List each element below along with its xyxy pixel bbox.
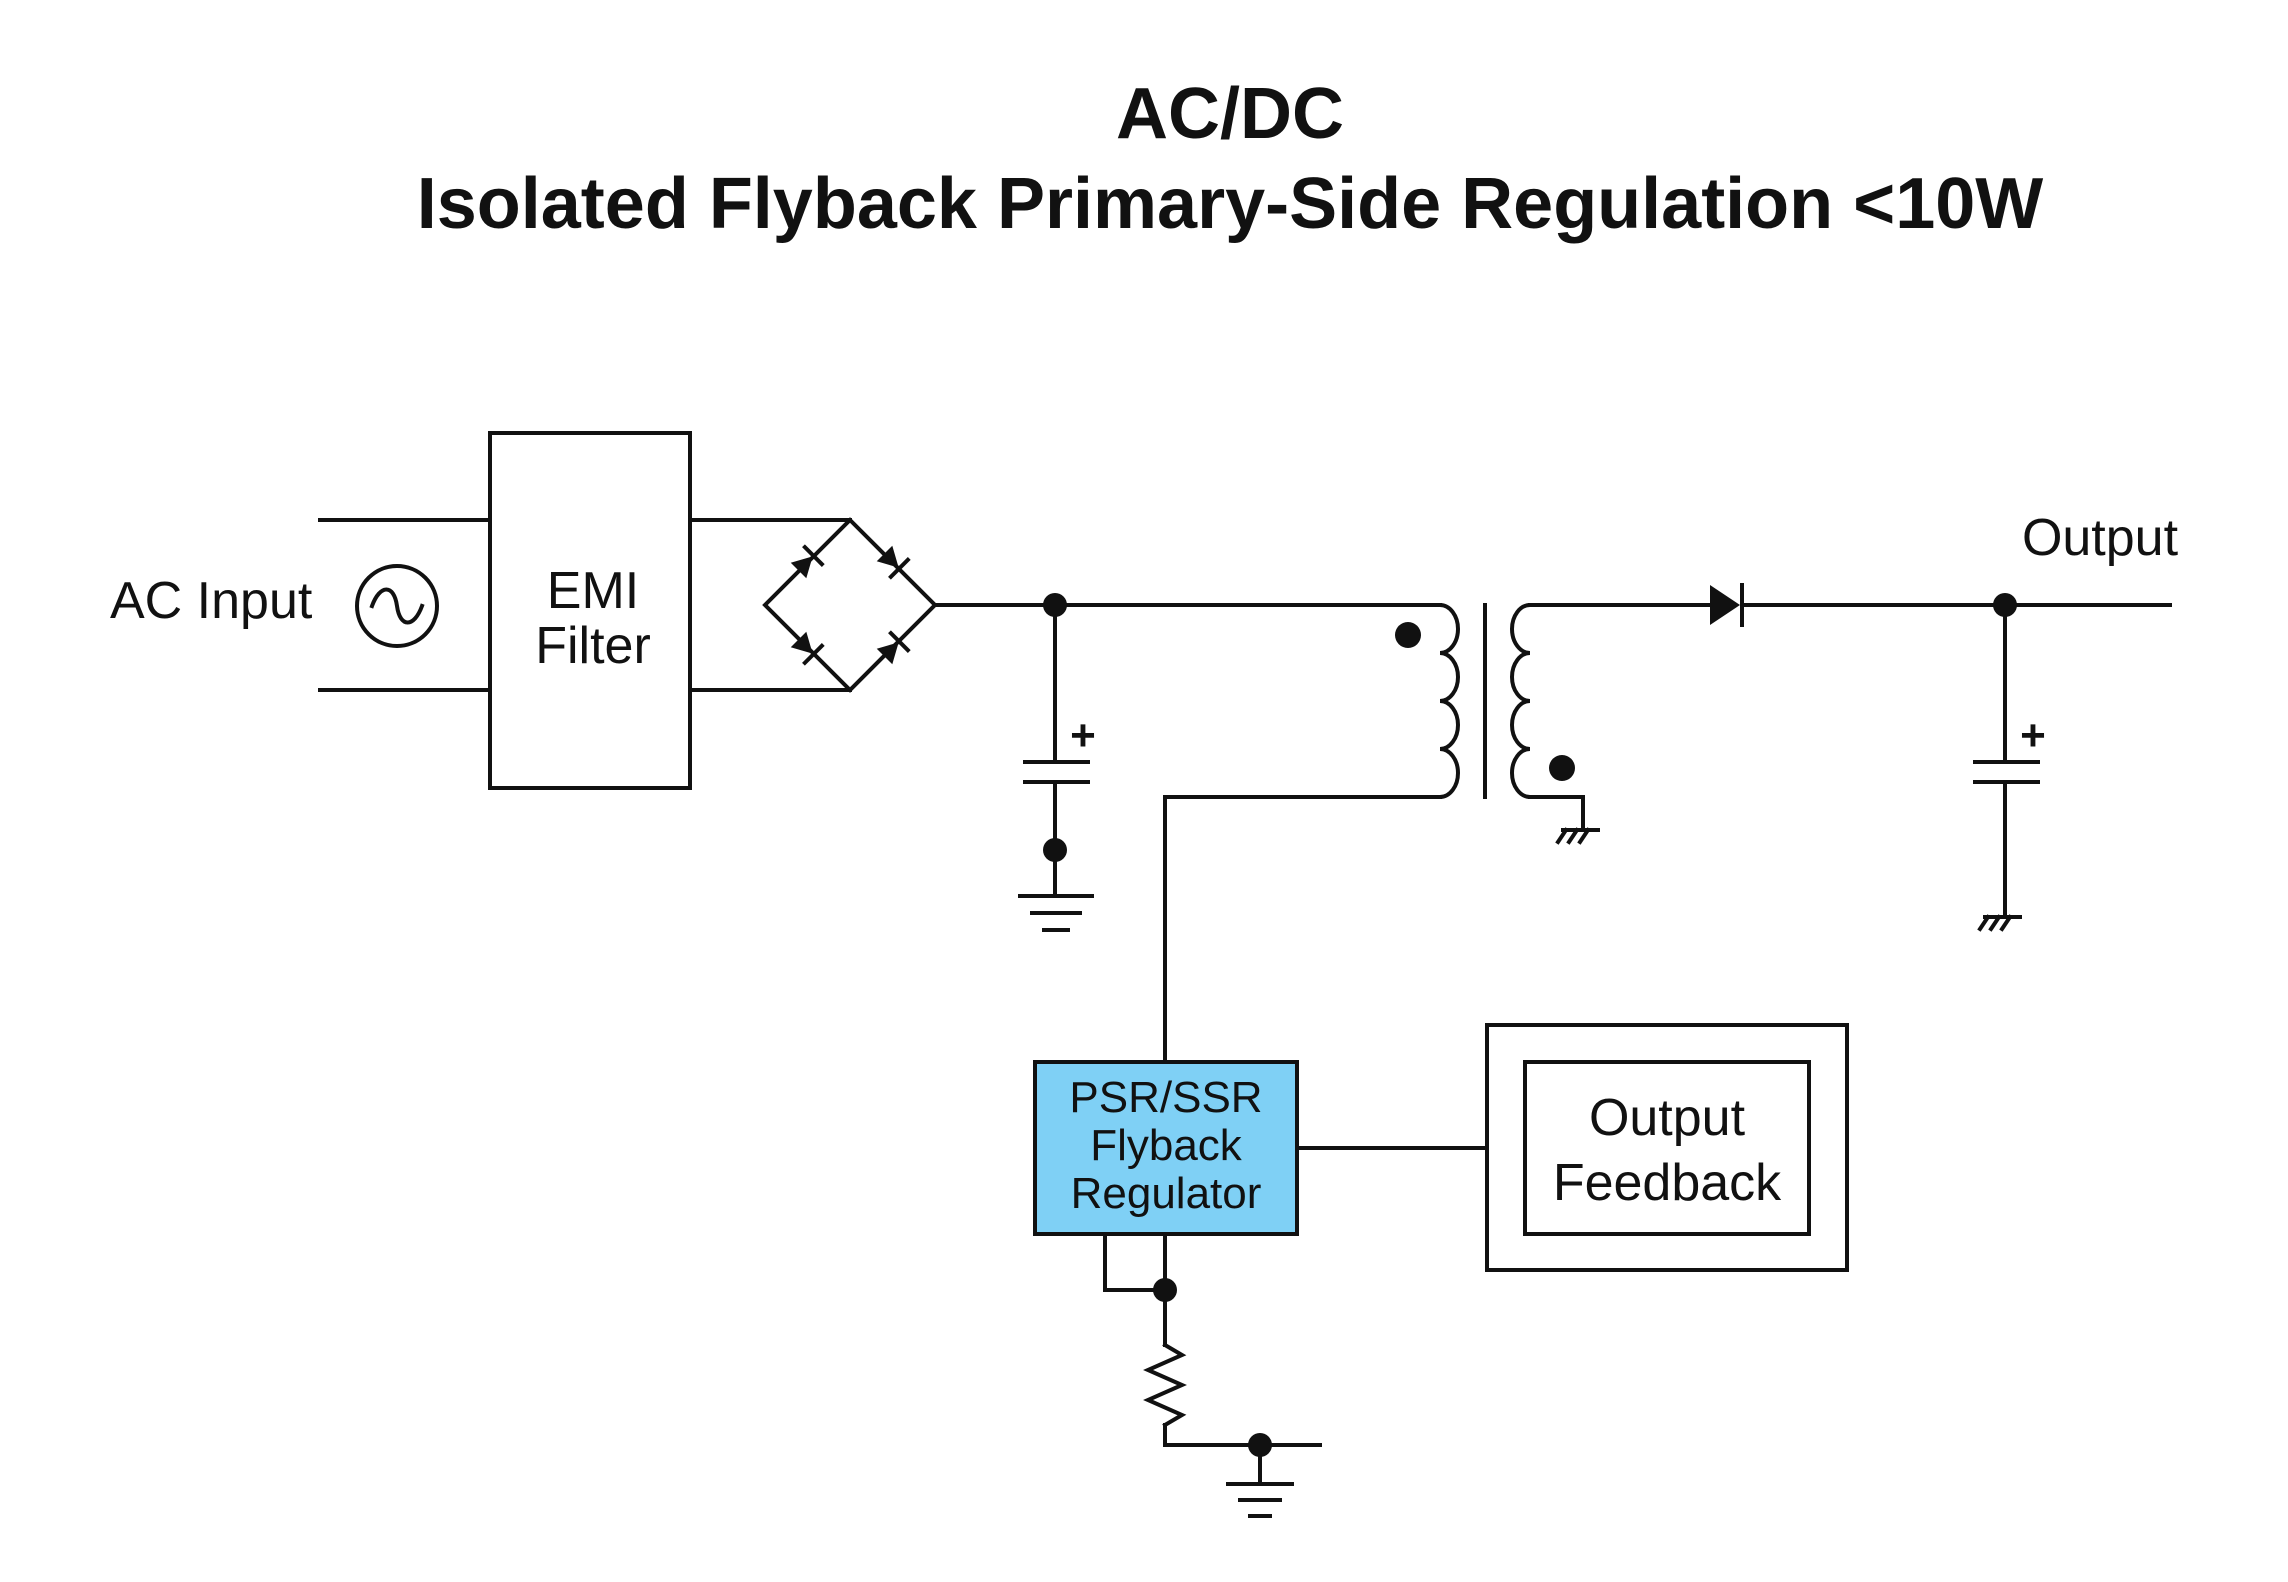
emi-filter-block: EMI Filter <box>488 431 692 790</box>
output-feedback-block: Output Feedback <box>1485 1023 1849 1272</box>
title-line-2: Isolated Flyback Primary-Side Regulation… <box>417 164 2044 244</box>
ac-input-lines <box>318 518 492 692</box>
regulator-block: PSR/SSR Flyback Regulator <box>1033 1060 1299 1236</box>
bridge-rectifier-icon <box>762 517 938 693</box>
sense-resistor-icon <box>1143 1342 1322 1457</box>
output-diode-icon <box>1528 583 1744 627</box>
input-cap-plus: + <box>1070 711 1096 760</box>
feedback-label-1: Output <box>1589 1089 1746 1147</box>
primary-bus-wire <box>933 593 1442 617</box>
output-capacitor-icon: + <box>1973 603 2046 932</box>
emi-filter-label-1: EMI <box>547 562 639 620</box>
output-wire <box>1740 593 2172 617</box>
title-line-1: AC/DC <box>1116 74 1344 154</box>
emi-filter-label-2: Filter <box>535 617 651 675</box>
regulator-ground-icon <box>1226 1443 1294 1518</box>
transformer-icon <box>1395 602 1575 800</box>
regulator-label-3: Regulator <box>1071 1169 1262 1218</box>
emi-to-bridge-wires <box>688 518 852 692</box>
output-cap-plus: + <box>2020 711 2046 760</box>
regulator-sense-wires <box>1103 1232 1177 1347</box>
output-label: Output <box>2022 509 2179 567</box>
secondary-ground-icon <box>1528 795 1600 845</box>
ac-source-icon <box>355 564 439 648</box>
regulator-label-2: Flyback <box>1090 1121 1243 1170</box>
feedback-label-2: Feedback <box>1553 1154 1782 1212</box>
primary-to-regulator-wire <box>1163 795 1442 1064</box>
input-capacitor-icon: + <box>1023 603 1096 898</box>
ac-input-label: AC Input <box>110 572 313 630</box>
regulator-label-1: PSR/SSR <box>1069 1073 1262 1122</box>
input-ground-icon <box>1018 894 1094 932</box>
